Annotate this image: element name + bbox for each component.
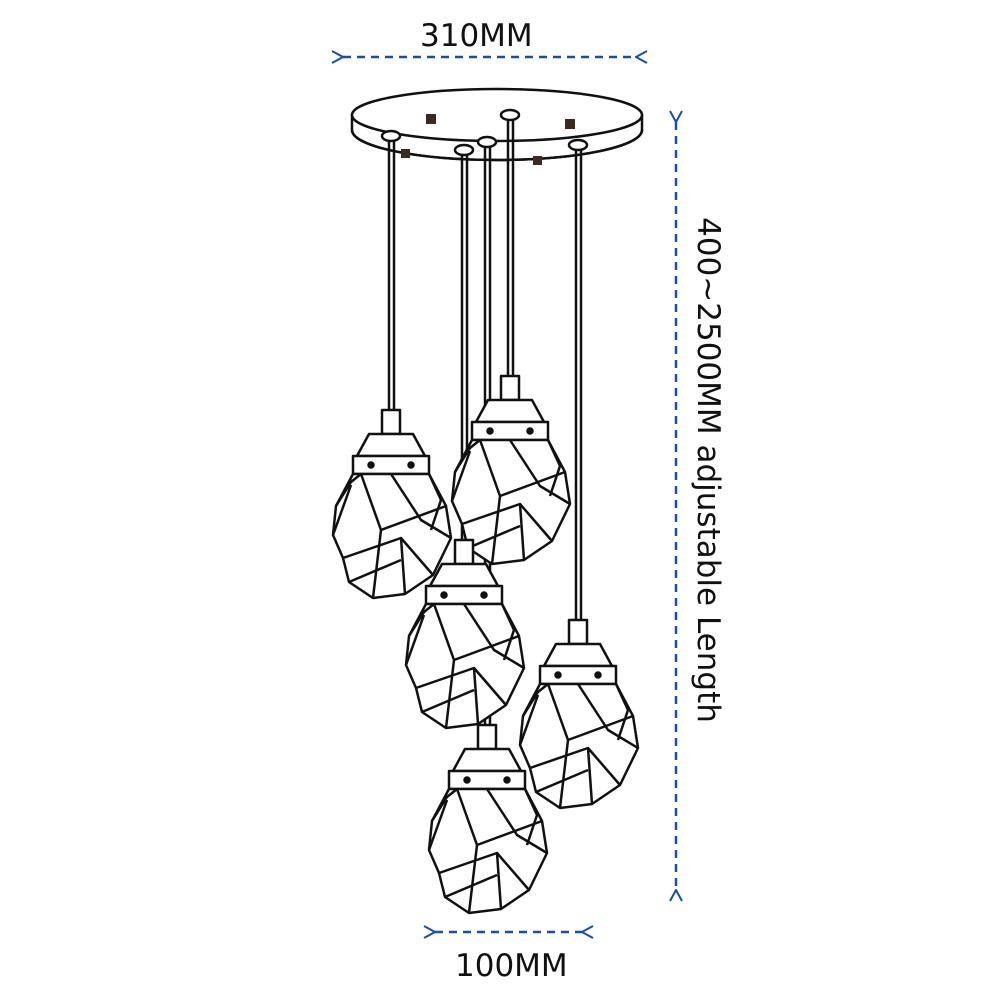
length-label: 400~2500MM adjustable Length xyxy=(690,217,726,723)
canopy xyxy=(350,87,644,162)
canopy-screws xyxy=(401,114,575,165)
pendant-shade-4 xyxy=(518,618,640,810)
shade-width-label: 100MM xyxy=(455,948,568,984)
pendant-shade-1 xyxy=(331,408,453,600)
pendant-shade-2 xyxy=(450,374,572,566)
canopy-width-label: 310MM xyxy=(420,18,533,54)
